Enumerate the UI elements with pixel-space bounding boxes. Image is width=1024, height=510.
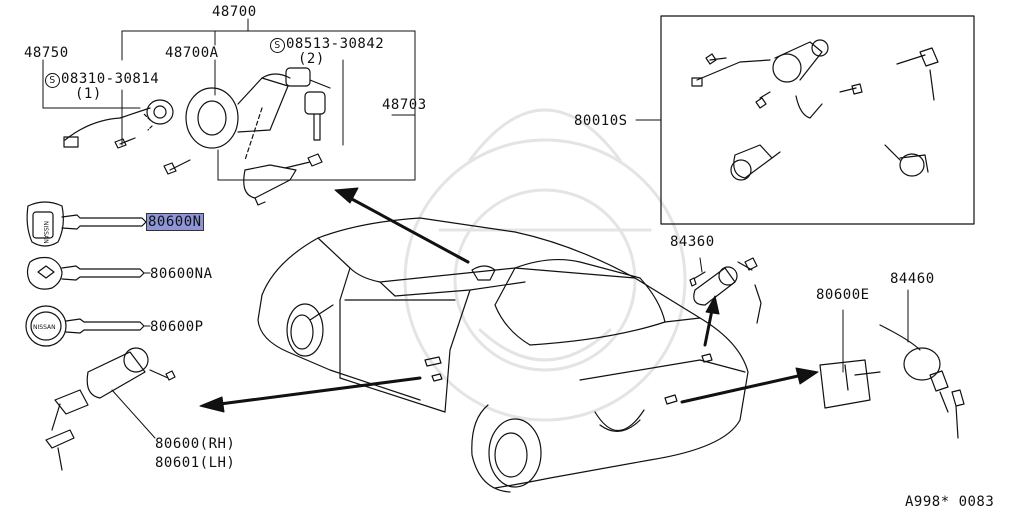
car-outline [257,217,749,493]
door-lock-cylinder [45,347,176,471]
ignition-switch-assembly [63,67,331,206]
label-80600E: 80600E [816,287,870,303]
label-80600N-highlighted[interactable]: 80600N [146,213,204,231]
callout-lines-48700 [42,18,416,181]
part-number: 08513-30842 [286,36,385,52]
trunk-lock-84360 [689,257,762,324]
label-48703: 48703 [382,97,427,113]
label-84460: 84460 [890,271,935,287]
label-84360: 84360 [670,234,715,250]
label-48700A: 48700A [165,45,219,61]
screw-symbol: S [45,73,60,88]
key-brand-text: NISSAN [42,221,49,244]
label-80600RH: 80600(RH) [155,436,236,452]
label-48750: 48750 [24,45,69,61]
key-brand-text: NISSAN [33,324,56,331]
part-number: 08310-30814 [61,71,160,87]
screw-symbol: S [270,38,285,53]
label-80010S: 80010S [574,113,628,129]
key-80600NA [26,256,145,290]
label-08513-qty: (2) [298,51,325,67]
direction-arrows [199,187,819,413]
label-80601LH: 80601(LH) [155,455,236,471]
trunk-lock-84460 [819,324,965,439]
label-08310-qty: (1) [75,86,102,102]
label-80600P: 80600P [150,319,204,335]
diagram-id: A998* 0083 [905,494,995,510]
watermark-emblem [403,108,687,422]
label-48700: 48700 [212,4,257,20]
label-leaders [111,221,909,439]
inset-box-80010S [660,15,975,225]
inset-parts [691,39,939,181]
label-80600NA: 80600NA [150,266,213,282]
